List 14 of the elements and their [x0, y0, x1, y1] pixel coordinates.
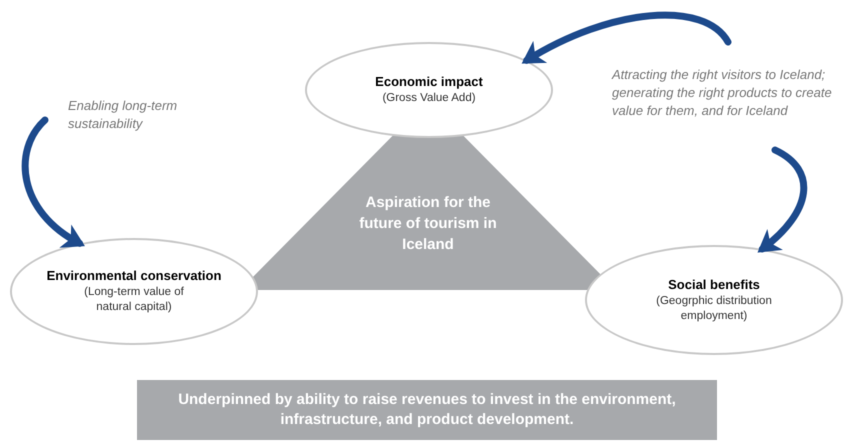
node-text: (Geogrphic distribution employment)	[655, 294, 773, 324]
annotation-text: Enabling long-term sustainability	[68, 97, 178, 133]
curved-arrow	[22, 116, 85, 247]
node-title: Environmental conservation	[46, 268, 222, 283]
triangle-text: Aspiration for the future of tourism in Iceland	[358, 193, 498, 255]
node-text: (Gross Value Add)	[381, 91, 477, 106]
banner-text: Underpinned by ability to raise revenues to invest in the environment, infrastructure, and product development.	[177, 390, 677, 430]
curved-arrow	[758, 146, 808, 253]
annotation-text: Attracting the right visitors to Iceland; generating the right products to create value for them, and for Iceland	[612, 66, 833, 120]
node-title: Social benefits	[668, 276, 760, 292]
node-title: Economic impact	[375, 74, 483, 89]
node-text: (Long-term value of natural capital)	[83, 285, 185, 315]
banner-box	[137, 380, 717, 440]
curved-arrow	[522, 12, 732, 64]
